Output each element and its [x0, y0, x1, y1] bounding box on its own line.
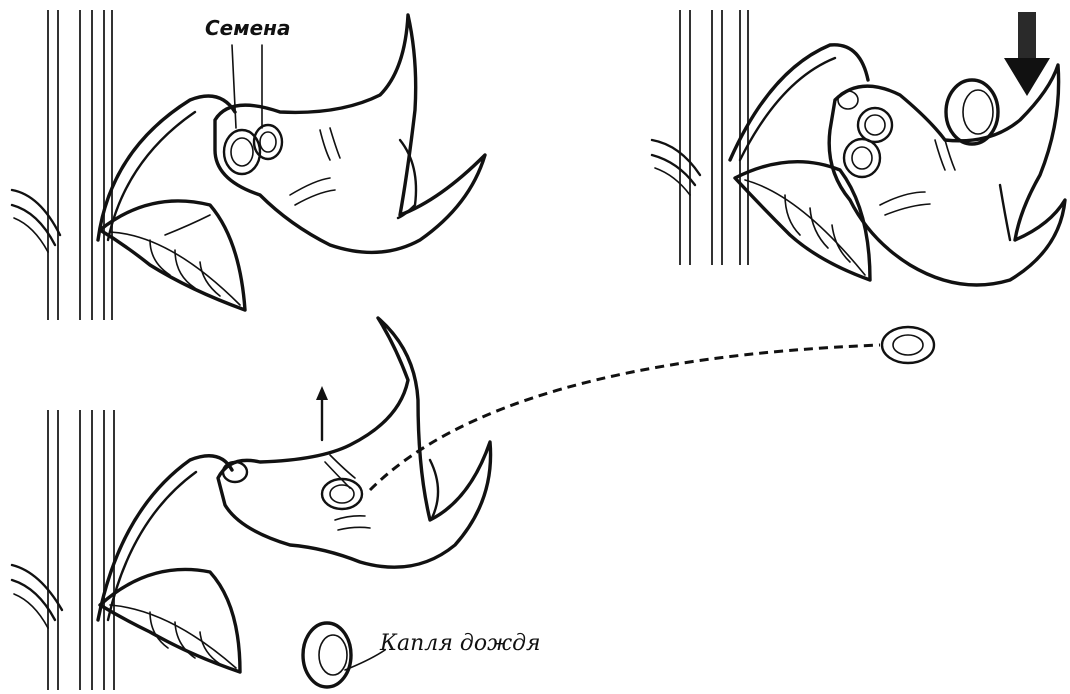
arrow-down-icon: [1004, 12, 1050, 96]
leaf: [100, 201, 245, 310]
plant-stem: [48, 10, 112, 320]
seed-pod: [218, 318, 491, 567]
seeds: [838, 91, 892, 177]
branch-stub: [12, 190, 60, 252]
plant-stem: [48, 410, 114, 690]
pod-stalk: [730, 45, 868, 160]
seed: [322, 479, 362, 509]
flying-seed: [882, 327, 934, 363]
panel-3: Капля дождя: [12, 318, 934, 690]
branch-stub: [652, 140, 700, 195]
pod-tip: [223, 462, 247, 482]
arrow-up-icon: [316, 386, 328, 440]
panel-1: Семена: [12, 10, 485, 320]
raindrop-label: Капля дождя: [379, 631, 541, 656]
panel-2: [652, 10, 1065, 285]
seeds-label: Семена: [205, 16, 290, 40]
seeds: [224, 125, 282, 174]
leaf: [735, 162, 870, 280]
raindrop: [946, 80, 998, 144]
branch-stub: [12, 565, 62, 628]
raindrop: [303, 623, 351, 687]
leaf: [100, 569, 240, 672]
pod-stalk: [98, 456, 232, 620]
seed-trajectory: [370, 345, 880, 490]
plant-stem: [680, 10, 748, 265]
